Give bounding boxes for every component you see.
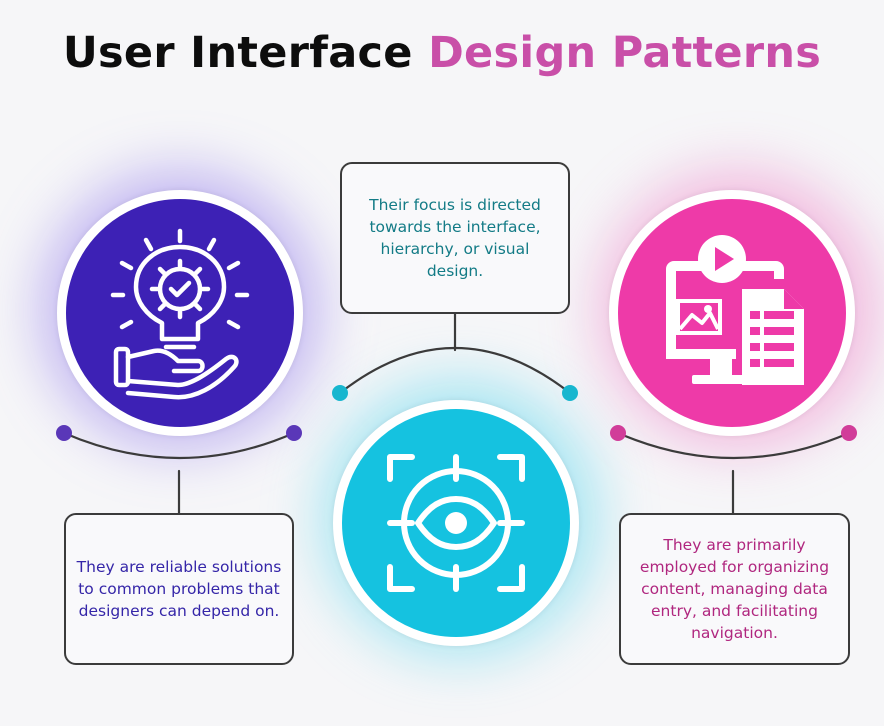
right-connector-dot-1 (610, 425, 626, 441)
right-connector-arc (616, 431, 851, 460)
title-accent-part: Design Patterns (428, 28, 822, 78)
purple-circle (57, 190, 303, 436)
organizing-content-box: They are primarily employed for organizi… (619, 513, 850, 665)
page-title: User Interface Design Patterns (0, 28, 884, 78)
left-connector-dot-2 (286, 425, 302, 441)
monitor-media-document-icon (666, 235, 804, 385)
title-dark-part: User Interface (62, 28, 413, 78)
focus-text: Their focus is directed towards the inte… (369, 196, 541, 280)
pink-circle (609, 190, 855, 436)
left-connector-arc (62, 431, 296, 460)
left-connector-dot-1 (56, 425, 72, 441)
organizing-content-text: They are primarily employed for organizi… (639, 536, 830, 642)
center-connector-arc (338, 347, 572, 395)
eye-focus-icon (387, 454, 525, 592)
center-connector-dot-2 (562, 385, 578, 401)
center-connector-dot-1 (332, 385, 348, 401)
reliable-solutions-box: They are reliable solutions to common pr… (64, 513, 294, 665)
right-connector-dot-2 (841, 425, 857, 441)
focus-box: Their focus is directed towards the inte… (340, 162, 570, 314)
idea-gear-hand-icon (110, 228, 250, 400)
reliable-solutions-text: They are reliable solutions to common pr… (76, 558, 282, 620)
cyan-circle (333, 400, 579, 646)
